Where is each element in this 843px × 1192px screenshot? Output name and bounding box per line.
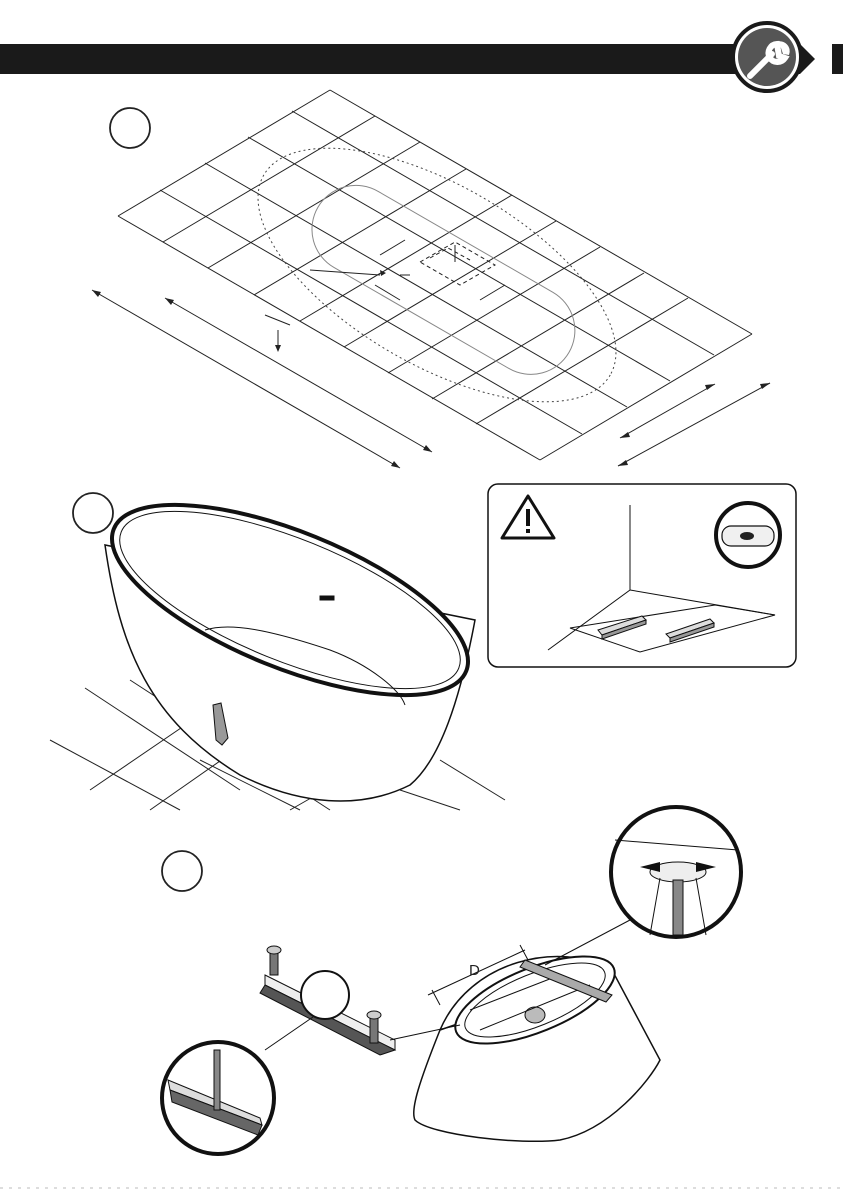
support-foot-assembly bbox=[260, 946, 395, 1055]
header-bar bbox=[0, 44, 843, 74]
step-2-badge bbox=[73, 493, 113, 533]
tub-underside bbox=[414, 938, 660, 1141]
step-3-badge bbox=[162, 851, 202, 891]
adhesive-detail-zoom bbox=[611, 807, 741, 937]
foot-detail-zoom bbox=[162, 1042, 274, 1154]
floor-grid-diagram bbox=[92, 90, 770, 468]
callout-line-foot bbox=[265, 1017, 313, 1050]
dimension-d-label: D bbox=[469, 962, 480, 979]
step-1-badge bbox=[110, 108, 150, 148]
wrench-icon bbox=[733, 23, 801, 91]
spirit-level-icon bbox=[716, 503, 780, 567]
freestanding-bathtub bbox=[88, 466, 491, 801]
